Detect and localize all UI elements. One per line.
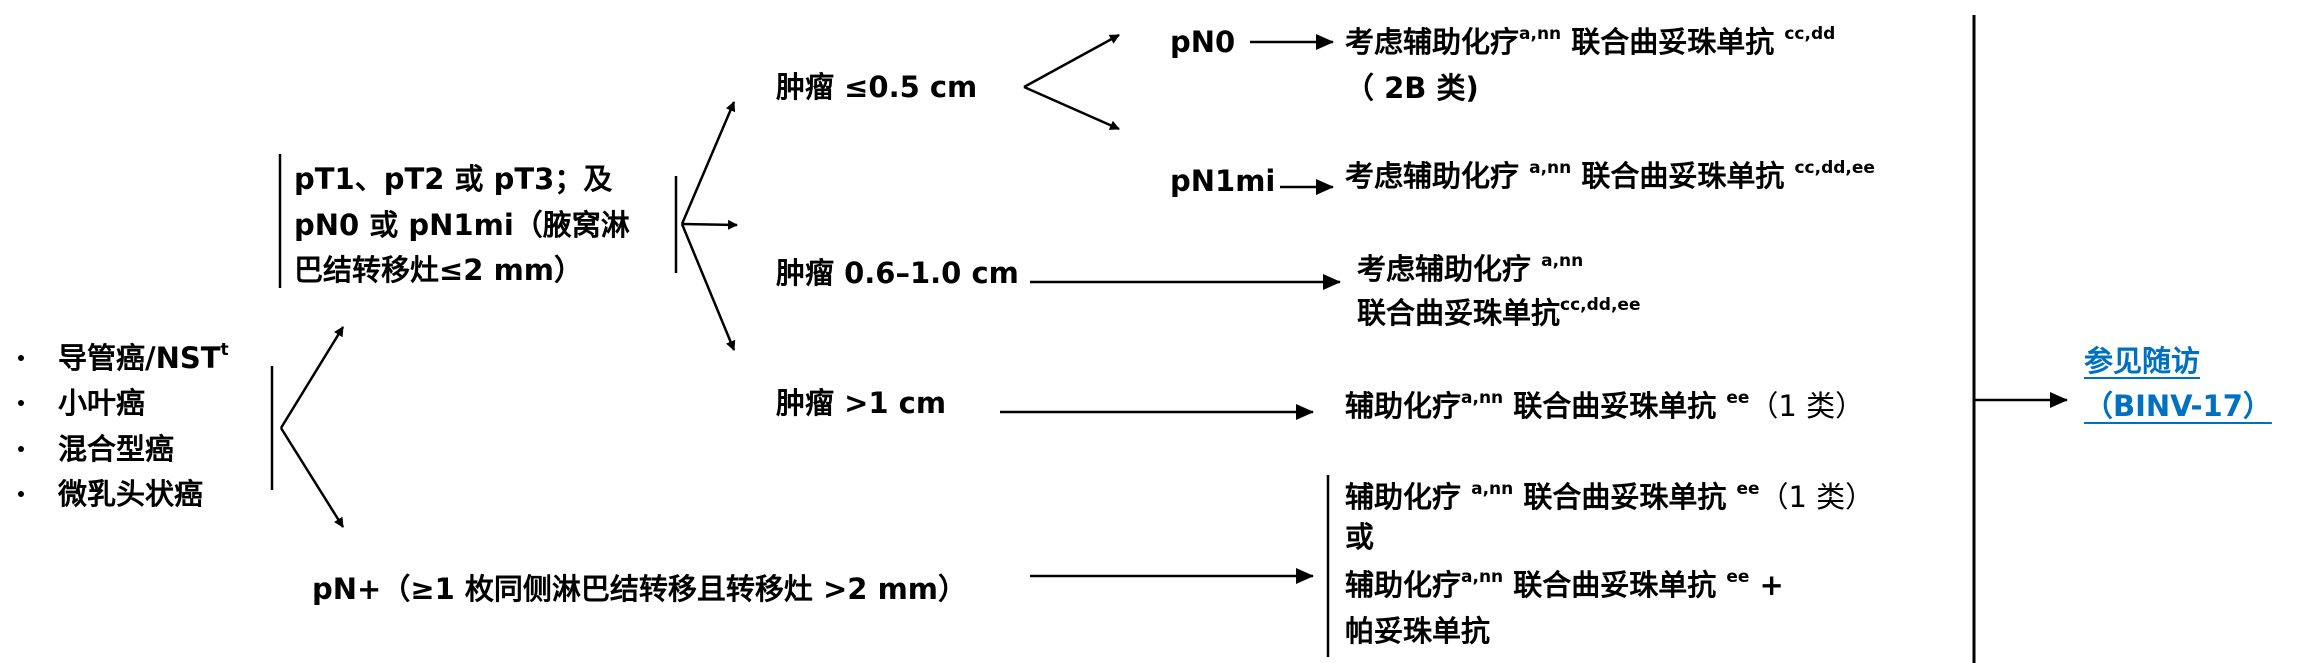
- text-segment: ee: [1726, 388, 1750, 408]
- text-segment: （1 类）: [1759, 480, 1875, 514]
- text-segment: 考虑辅助化疗: [1345, 25, 1520, 59]
- bullet-icon: [18, 446, 24, 452]
- pnplus-option-1: 辅助化疗 a,nn 联合曲妥珠单抗 ee（1 类）: [1345, 479, 1874, 515]
- text-segment: 辅助化疗: [1345, 480, 1472, 514]
- text-segment: 联合曲妥珠单抗: [1561, 25, 1785, 59]
- node-small-line-2: pN0 或 pN1mi（腋窝淋: [294, 208, 630, 242]
- arrow-to-node-small: [279, 326, 345, 429]
- text-segment: cc,dd: [1784, 24, 1836, 44]
- mid-recommendation-line-2: 联合曲妥珠单抗cc,dd,ee: [1357, 295, 1640, 331]
- pnplus-option-2: 辅助化疗a,nn 联合曲妥珠单抗 ee +: [1345, 567, 1784, 603]
- arrow-to-pn1mi: [1023, 85, 1120, 131]
- text-segment: +: [1749, 568, 1784, 602]
- gt1-recommendation: 辅助化疗a,nn 联合曲妥珠单抗 ee（1 类）: [1345, 388, 1864, 424]
- pnplus-label: pN+（≥1 枚同侧淋巴结转移且转移灶 >2 mm）: [312, 572, 968, 606]
- text-segment: 考虑辅助化疗: [1345, 159, 1530, 193]
- text-segment: a,nn: [1541, 251, 1584, 271]
- bullet-icon: [18, 491, 24, 497]
- pn1mi-label: pN1mi: [1170, 164, 1276, 198]
- text-segment: 联合曲妥珠单抗: [1513, 480, 1737, 514]
- histology-item: 导管癌/NSTt: [58, 340, 229, 376]
- histology-item-label: 导管癌/NST: [58, 341, 221, 375]
- pn0-category: （ 2B 类): [1345, 71, 1479, 105]
- histology-item: 微乳头状癌: [58, 477, 204, 511]
- text-segment: a,nn: [1461, 388, 1504, 408]
- bullet-icon: [18, 400, 24, 406]
- node-small-line-1: pT1、pT2 或 pT3；及: [294, 162, 613, 196]
- text-segment: 联合曲妥珠单抗: [1503, 389, 1727, 423]
- pn0-recommendation: 考虑辅助化疗a,nn 联合曲妥珠单抗 cc,dd: [1345, 24, 1835, 60]
- arrow-to-le05: [680, 101, 736, 225]
- text-segment: ee: [1736, 479, 1760, 499]
- footnote-sup: t: [220, 340, 229, 360]
- arrow-to-gt1: [680, 223, 736, 351]
- text-segment: 联合曲妥珠单抗: [1503, 568, 1727, 602]
- text-segment: 考虑辅助化疗: [1357, 252, 1542, 286]
- text-segment: a,nn: [1471, 479, 1514, 499]
- arrow-to-pnplus: [279, 427, 345, 528]
- text-segment: 辅助化疗: [1345, 389, 1462, 423]
- pnplus-option-2-line-2: 帕妥珠单抗: [1345, 614, 1491, 648]
- pn1mi-recommendation: 考虑辅助化疗 a,nn 联合曲妥珠单抗 cc,dd,ee: [1345, 158, 1875, 194]
- tumor-mid: 肿瘤 0.6–1.0 cm: [776, 256, 1019, 290]
- text-segment: cc,dd,ee: [1794, 158, 1875, 178]
- tumor-le05: 肿瘤 ≤0.5 cm: [776, 70, 978, 104]
- followup-link-ref[interactable]: （BINV-17）: [2084, 389, 2272, 423]
- followup-link[interactable]: 参见随访: [2084, 344, 2201, 378]
- text-segment: a,nn: [1519, 24, 1562, 44]
- text-segment: 辅助化疗: [1345, 568, 1462, 602]
- arrow-to-pn0: [1023, 33, 1120, 89]
- text-segment: ee: [1726, 567, 1750, 587]
- text-segment: 联合曲妥珠单抗: [1357, 296, 1561, 330]
- mid-recommendation-line-1: 考虑辅助化疗 a,nn: [1357, 251, 1583, 287]
- text-segment: cc,dd,ee: [1560, 295, 1641, 315]
- histology-item: 小叶癌: [58, 386, 146, 420]
- tumor-gt1: 肿瘤 >1 cm: [776, 386, 947, 420]
- text-segment: 联合曲妥珠单抗: [1571, 159, 1795, 193]
- pnplus-or: 或: [1345, 520, 1375, 554]
- text-segment: （1 类）: [1749, 389, 1865, 423]
- arrow-to-mid: [681, 219, 738, 230]
- node-small-line-3: 巴结转移灶≤2 mm）: [294, 253, 584, 287]
- bullet-icon: [18, 355, 24, 361]
- pn0-label: pN0: [1170, 25, 1236, 59]
- text-segment: a,nn: [1529, 158, 1572, 178]
- text-segment: a,nn: [1461, 567, 1504, 587]
- histology-item: 混合型癌: [58, 432, 175, 466]
